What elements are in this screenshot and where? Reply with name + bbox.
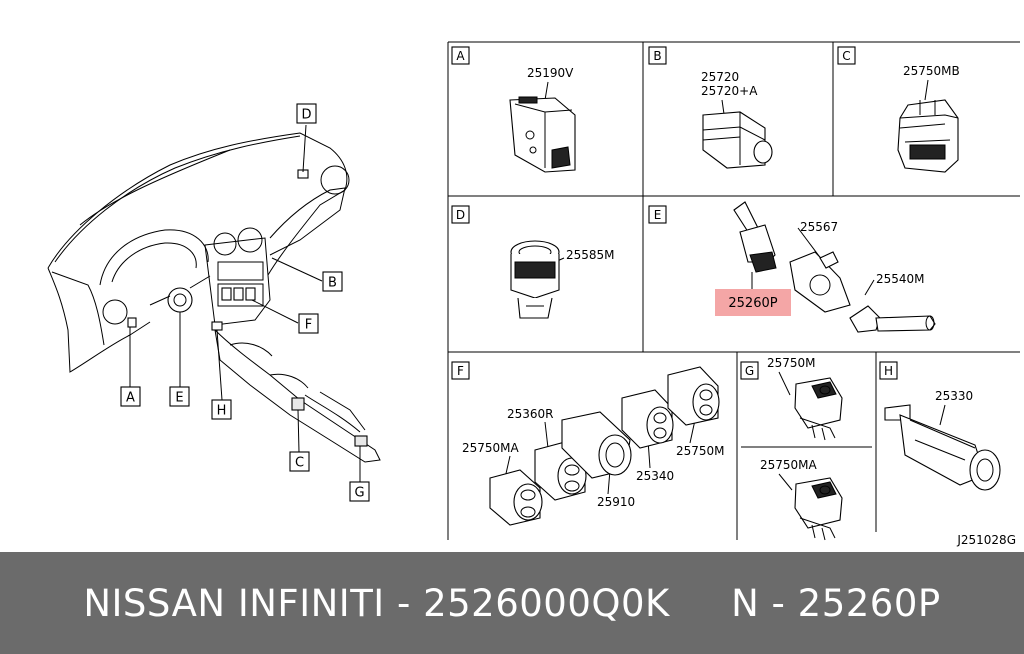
cell-e: E 25567 25540M 25260P [648,201,936,333]
svg-text:25330: 25330 [935,389,973,403]
switch-25190v [509,96,576,173]
svg-text:E: E [175,391,183,406]
dashboard-overview [47,132,381,463]
callout-leaders [129,124,361,482]
svg-text:25750MB: 25750MB [903,64,960,78]
svg-text:25750MA: 25750MA [760,458,818,472]
switch-25910 [561,411,632,479]
detail-grid [447,41,1020,540]
svg-text:F: F [305,318,312,333]
svg-text:25750MA: 25750MA [462,441,520,455]
cell-a: A 25190V [451,46,576,173]
switch-25750m-f [667,366,720,426]
switch-25750ma-f [489,469,543,526]
footer-part-number: NISSAN INFINITI - 2526000Q0K N - 25260P [83,581,941,625]
wiper-switch-25540m [849,305,936,333]
svg-text:25750M: 25750M [767,356,816,370]
cell-f: F 25360R 25750MA 25340 25750M 25910 [451,361,725,526]
switch-25585m [510,240,560,319]
callout-e: E [169,386,190,407]
svg-text:25750M: 25750M [676,444,725,458]
svg-text:25340: 25340 [636,469,674,483]
svg-text:25585M: 25585M [566,248,615,262]
cell-b: B 25720 25720+A [648,46,773,169]
callout-f: F [298,313,319,334]
svg-text:F: F [457,364,464,378]
svg-text:25260P: 25260P [728,296,777,311]
svg-text:D: D [456,208,465,222]
svg-text:B: B [328,276,337,291]
callout-g: G [349,481,370,502]
callout-h: H [211,399,232,420]
callout-d: D [296,103,317,124]
svg-text:E: E [654,208,662,222]
svg-text:H: H [884,364,893,378]
svg-text:25540M: 25540M [876,272,925,286]
svg-text:25360R: 25360R [507,407,554,421]
svg-text:25190V: 25190V [527,66,574,80]
diagram-code: J251028G [956,533,1016,547]
footer-banner: NISSAN INFINITI - 2526000Q0K N - 25260P [0,552,1024,654]
svg-text:D: D [301,108,311,123]
svg-text:B: B [653,49,661,63]
svg-text:H: H [217,404,227,419]
svg-text:25567: 25567 [800,220,838,234]
svg-text:25720: 25720 [701,70,739,84]
switch-25750m-g [794,377,843,441]
svg-text:25720+A: 25720+A [701,84,758,98]
svg-text:C: C [295,456,304,471]
lighter-25330 [884,404,1001,491]
highlighted-part-box [715,289,791,316]
svg-text:A: A [126,391,135,406]
switch-25720 [702,111,773,169]
parts-diagram: D B F A E H C G A [47,41,1020,547]
callout-b: B [322,271,343,292]
cell-h: H 25330 [879,361,1001,491]
svg-text:G: G [745,364,754,378]
cell-c: C 25750MB [837,46,960,173]
spiral-cable-25567 [789,251,851,313]
cell-g: G 25750M 25750MA [740,356,843,541]
callout-a: A [120,386,141,407]
switch-25340 [621,389,674,449]
callout-c: C [289,451,310,472]
svg-text:A: A [456,49,465,63]
svg-text:C: C [842,49,850,63]
switch-25750mb [897,99,959,173]
svg-text:25910: 25910 [597,495,635,509]
cell-d: D 25585M [451,205,615,319]
switch-25750ma-g [794,477,843,541]
svg-text:G: G [354,486,364,501]
combination-switch-25260p [733,201,777,273]
